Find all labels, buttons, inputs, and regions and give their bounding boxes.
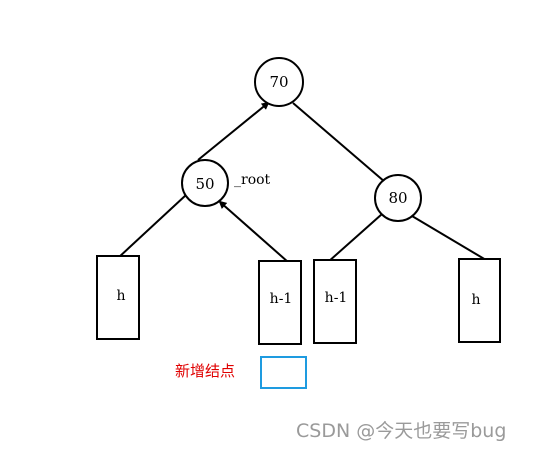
edge-80-to-left-subtree <box>327 213 383 263</box>
subtree-box-h-minus-1-b: h-1 <box>313 259 357 344</box>
subtree-box-right-h: h <box>458 258 501 343</box>
edge-80-to-right-subtree <box>411 215 487 261</box>
tree-node-50: 50 <box>181 159 229 207</box>
edge-50-to-70 <box>197 101 270 161</box>
tree-node-70: 70 <box>254 57 304 107</box>
node-label: 50 <box>195 175 214 193</box>
edge-right-subtree-to-50 <box>218 200 289 263</box>
new-node-box <box>260 356 307 389</box>
root-annotation: _root <box>234 172 271 188</box>
new-node-label: 新增结点 <box>175 362 235 380</box>
tree-node-80: 80 <box>374 174 422 222</box>
node-label: 80 <box>388 189 407 207</box>
subtree-label: h <box>471 292 480 308</box>
subtree-label: h <box>116 288 125 304</box>
subtree-label: h-1 <box>325 290 348 306</box>
edge-70-to-80 <box>292 102 386 183</box>
node-label: 70 <box>269 73 288 91</box>
watermark-text: CSDN @今天也要写bug <box>296 420 506 442</box>
subtree-box-h-minus-1-a: h-1 <box>258 260 302 345</box>
subtree-box-left-h: h <box>96 255 140 340</box>
subtree-label: h-1 <box>270 291 293 307</box>
edge-50-to-left-subtree <box>117 194 187 259</box>
